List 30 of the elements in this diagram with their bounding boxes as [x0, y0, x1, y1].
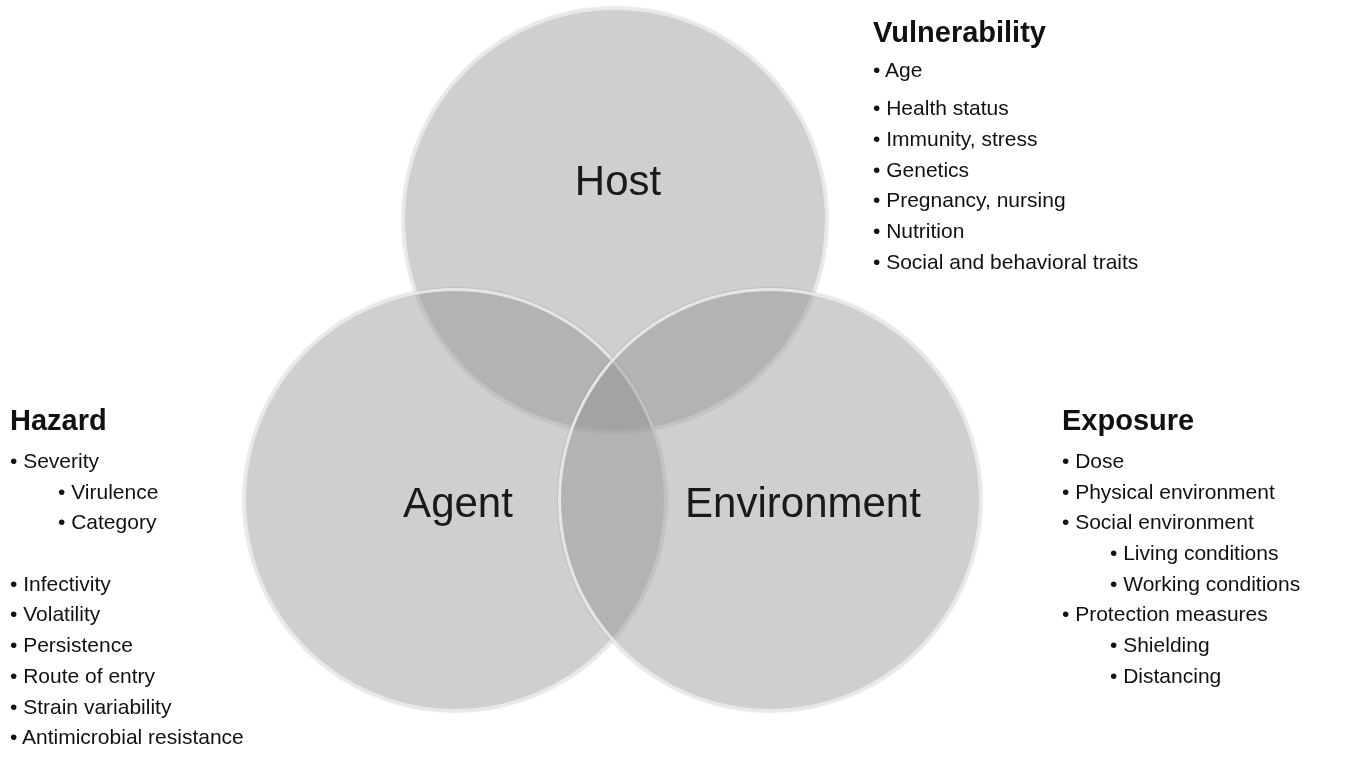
list-item: • Volatility: [10, 601, 101, 627]
list-item: • Dose: [1062, 448, 1125, 474]
list-item: • Protection measures: [1062, 601, 1268, 627]
list-item: • Severity: [10, 448, 100, 474]
list-item: • Age: [873, 57, 923, 83]
list-heading: Exposure: [1062, 403, 1195, 437]
circle-label: Agent: [403, 479, 513, 527]
list-item: • Nutrition: [873, 218, 965, 244]
list-heading: Hazard: [10, 403, 107, 437]
list-item: • Persistence: [10, 632, 133, 658]
list-item: • Route of entry: [10, 663, 156, 689]
list-item: • Antimicrobial resistance: [10, 724, 244, 750]
list-item: • Virulence: [58, 479, 159, 505]
list-item: • Immunity, stress: [873, 126, 1038, 152]
list-item: • Physical environment: [1062, 479, 1275, 505]
list-item: • Health status: [873, 95, 1009, 121]
list-item: • Distancing: [1110, 663, 1222, 689]
list-item: • Genetics: [873, 157, 970, 183]
list-item: • Social and behavioral traits: [873, 249, 1139, 275]
circle-label: Environment: [685, 479, 921, 527]
circle-label: Host: [574, 157, 662, 205]
list-heading: Vulnerability: [873, 15, 1046, 49]
list-item: • Social environment: [1062, 509, 1254, 535]
list-item: • Category: [58, 509, 157, 535]
list-item: • Living conditions: [1110, 540, 1279, 566]
list-item: • Pregnancy, nursing: [873, 187, 1066, 213]
list-item: • Working conditions: [1110, 571, 1301, 597]
list-item: • Shielding: [1110, 632, 1210, 658]
list-item: • Strain variability: [10, 694, 172, 720]
list-item: • Infectivity: [10, 571, 111, 597]
